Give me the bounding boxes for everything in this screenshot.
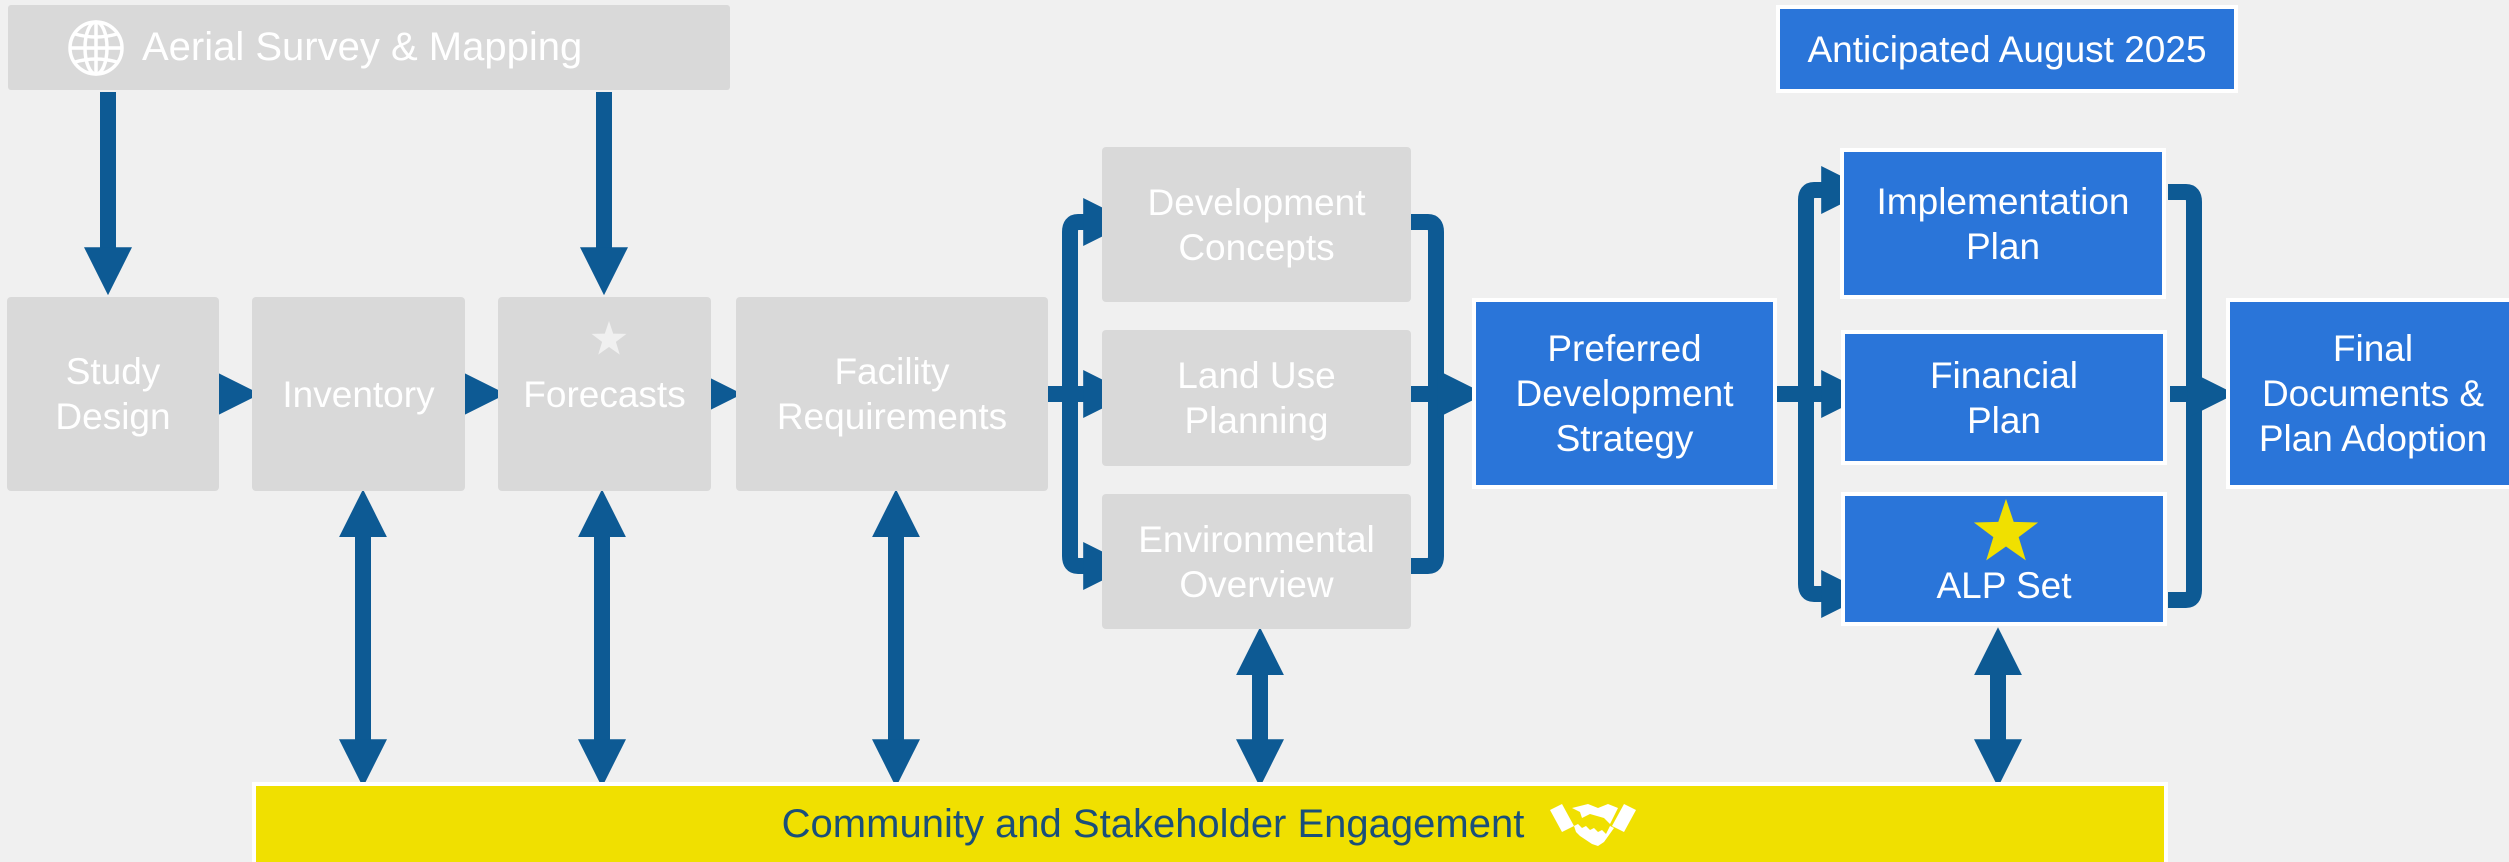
step-financial-plan-label: Financial Plan: [1929, 354, 2079, 441]
step-forecasts: Forecasts: [498, 297, 711, 491]
branch-left-bracket: [1062, 214, 1108, 574]
step-study-design-label: Study Design: [55, 351, 171, 437]
globe-icon: [68, 19, 124, 76]
anticipated-label: Anticipated August 2025: [1807, 28, 2207, 70]
aerial-survey-label: Aerial Survey & Mapping: [142, 25, 583, 69]
step-final-documents-label: Final Documents & Plan Adoption: [2258, 328, 2488, 459]
step-land-use-planning-label: Land Use Planning: [1177, 355, 1336, 441]
step-inventory-label: Inventory: [282, 373, 435, 415]
step-preferred-strategy-label: Preferred Development Strategy: [1515, 328, 1734, 459]
step-alp-set-label: ALP Set: [1936, 565, 2072, 606]
step-development-concepts: Development Concepts: [1102, 147, 1411, 302]
star-icon: [1973, 498, 2039, 561]
step-inventory: Inventory: [252, 297, 465, 491]
step-alp-set: ALP Set: [1841, 492, 2167, 626]
aerial-survey-box: Aerial Survey & Mapping: [8, 5, 730, 90]
branch-right-bracket: [1798, 182, 1836, 602]
step-study-design: Study Design: [7, 297, 219, 491]
step-implementation-plan-label: Implementation Plan: [1876, 180, 2130, 267]
step-financial-plan: Financial Plan: [1841, 330, 2167, 465]
step-preferred-strategy: Preferred Development Strategy: [1472, 298, 1777, 489]
step-environmental-overview-label: Environmental Overview: [1138, 518, 1375, 605]
step-development-concepts-label: Development Concepts: [1147, 181, 1366, 268]
handshake-icon: [1550, 804, 1637, 846]
step-final-documents: Final Documents & Plan Adoption: [2226, 298, 2509, 489]
step-environmental-overview: Environmental Overview: [1102, 494, 1411, 629]
step-facility-requirements-label: Facility Requirements: [776, 351, 1008, 437]
anticipated-badge: Anticipated August 2025: [1776, 5, 2238, 93]
engagement-banner: Community and Stakeholder Engagement: [252, 782, 2168, 862]
step-forecasts-label: Forecasts: [523, 373, 686, 415]
engagement-label: Community and Stakeholder Engagement: [781, 801, 1525, 846]
step-facility-requirements: Facility Requirements: [736, 297, 1048, 491]
step-implementation-plan: Implementation Plan: [1840, 148, 2166, 299]
star-icon: [591, 321, 627, 355]
step-land-use-planning: Land Use Planning: [1102, 330, 1411, 466]
